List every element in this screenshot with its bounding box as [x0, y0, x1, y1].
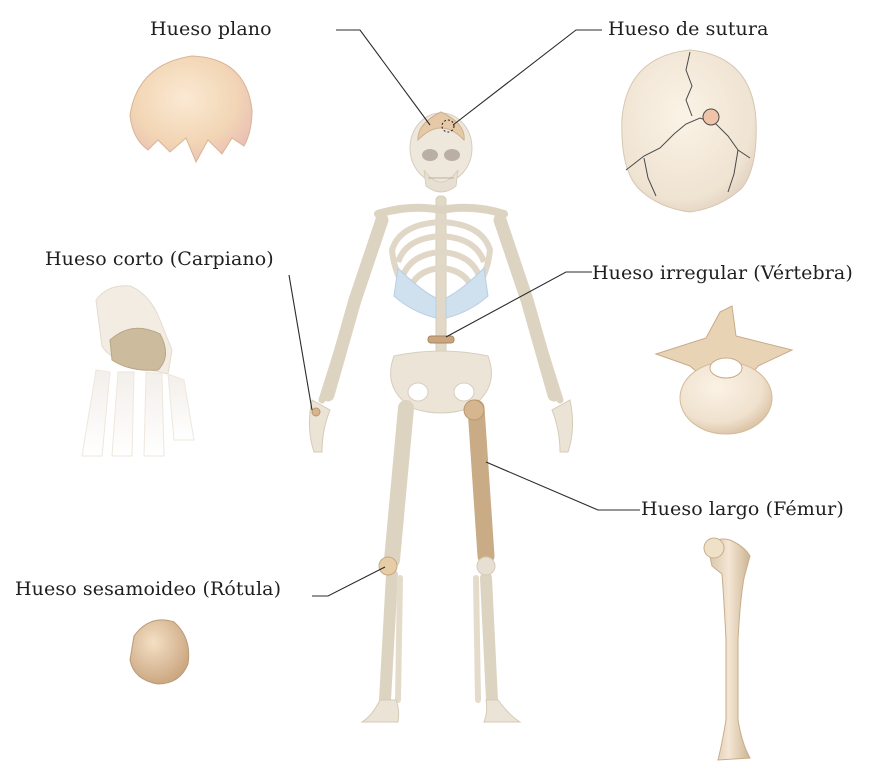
sesamoid-bone-image — [130, 620, 189, 684]
leader-sesamoid — [312, 567, 385, 596]
flat-bone-image — [130, 56, 252, 162]
leader-short — [289, 275, 312, 410]
leader-flat — [336, 30, 430, 125]
clavicles — [378, 208, 504, 214]
skeleton — [309, 112, 572, 722]
label-long-bone: Hueso largo (Fémur) — [641, 498, 844, 520]
patella-highlight — [379, 557, 397, 575]
long-bone-image — [704, 538, 750, 760]
leader-lines — [289, 30, 640, 596]
legs — [385, 408, 492, 700]
label-irregular-bone: Hueso irregular (Vértebra) — [592, 262, 853, 284]
highlighted-carpal — [312, 408, 320, 416]
sutural-bone-image — [622, 50, 756, 212]
foot-right — [484, 700, 520, 722]
label-flat-bone: Hueso plano — [150, 18, 272, 40]
label-sutural-bone: Hueso de sutura — [608, 18, 769, 40]
knee-right — [477, 557, 495, 575]
highlighted-vertebra — [428, 336, 454, 343]
leader-long — [486, 462, 640, 510]
label-short-bone: Hueso corto (Carpiano) — [45, 248, 274, 270]
foot-left — [362, 700, 399, 722]
label-sesamoid-bone: Hueso sesamoideo (Rótula) — [15, 578, 281, 600]
irregular-bone-image — [656, 306, 792, 434]
skull — [410, 112, 472, 192]
short-bone-image — [82, 286, 194, 456]
leader-sutural — [453, 30, 602, 125]
femur-head-highlight — [464, 400, 484, 420]
